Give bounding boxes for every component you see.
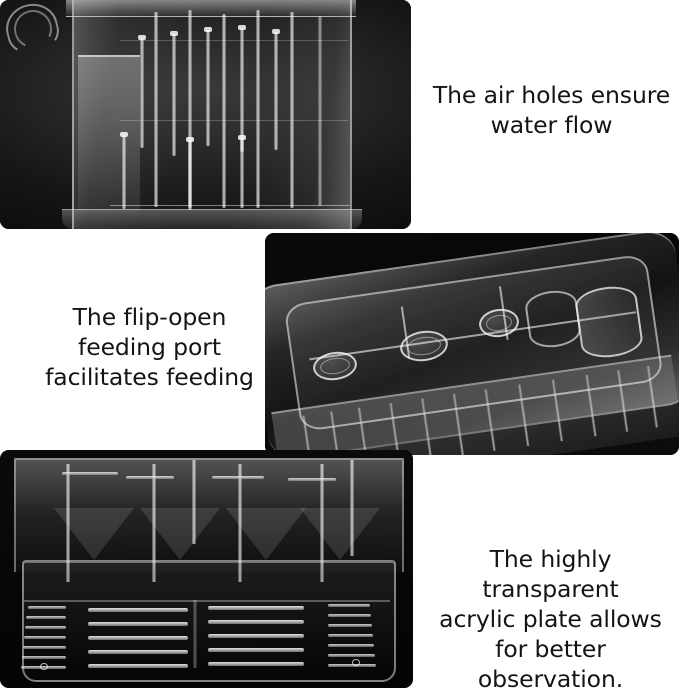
vent-slot-right [328,604,370,607]
divider-tooth [170,31,178,156]
divider-post [238,464,242,582]
tank-wall [22,560,396,682]
box-body [72,0,352,229]
box-top-rim [66,0,356,17]
air-hole-row-line [120,120,348,121]
photo-air-holes [0,0,411,229]
divider-tooth [222,14,226,208]
vent-slot-center [208,634,304,638]
vent-slot-left [26,616,66,619]
vent-slot-right [328,634,373,637]
center-seam [193,600,197,668]
divider-top-slot [288,478,336,481]
vent-slot-right [328,644,374,647]
water-line [24,600,390,602]
photo-transparency [0,450,413,688]
divider-tooth [120,132,128,209]
divider-post [152,464,156,582]
vent-slot-center [208,662,304,666]
divider-tooth [188,10,192,210]
screw-hole [352,659,360,666]
vent-slot-left [28,606,66,609]
divider-insert-assembly [14,458,404,572]
panel-transparency [0,450,413,688]
caption-transparency: The highly transparent acrylic plate all… [439,545,662,693]
vent-slot-center [208,606,304,610]
divider-tooth [154,12,158,207]
feeding-tube-main [573,283,645,361]
air-hole-row-line [110,205,350,206]
screw-hole [40,663,48,670]
vent-slot-center [88,622,188,626]
vent-slot-center [208,648,304,652]
vent-slot-left [24,636,66,639]
divider-tooth [256,10,260,208]
divider-post [192,460,196,544]
photo-feeding-port [265,233,679,455]
panel-air-holes [0,0,411,229]
caption-air-holes: The air holes ensure water flow [432,81,671,139]
divider-top-slot [126,476,174,479]
vent-slot-center [208,620,304,624]
caption-feeding-port: The flip-open feeding port facilitates f… [45,303,254,391]
vent-slot-center [88,664,188,668]
divider-tooth [186,137,194,208]
vent-slot-center [88,650,188,654]
divider-post [320,464,324,582]
vent-slot-right [328,664,376,667]
divider-tooth [238,135,246,208]
water-level [78,55,140,211]
vent-slot-center [88,636,188,640]
panel-feeding-port [265,233,679,455]
divider-tooth [238,25,246,152]
vent-slot-left [23,646,66,649]
vent-slot-left [25,626,66,629]
divider-top-slot [62,472,118,475]
vent-slot-left [22,656,66,659]
vent-slot-center [88,608,188,612]
divider-tooth [272,29,280,150]
divider-post [350,460,354,556]
vent-slot-right [328,614,371,617]
divider-tooth [290,12,294,208]
v-divider [300,508,380,560]
box-base [62,209,362,229]
divider-tooth [204,27,212,146]
air-hole-row-line [120,40,348,41]
divider-tooth [318,16,322,206]
vent-slot-right [328,654,375,657]
vent-slot-right [328,624,372,627]
divider-top-slot [212,476,264,479]
divider-tooth [138,35,146,148]
divider-post [66,464,70,582]
